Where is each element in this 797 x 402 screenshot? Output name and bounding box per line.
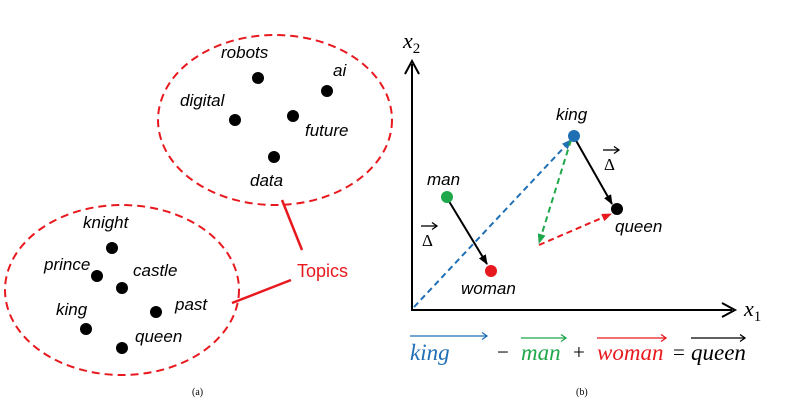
label-man: man [427, 170, 460, 189]
x-axis-label: x1 [743, 296, 761, 325]
topic-cluster-lower [4, 204, 240, 376]
word-ai: ai [333, 61, 347, 80]
point-king [568, 130, 580, 142]
word-castle: castle [133, 261, 177, 280]
y-axis-arrowhead [404, 58, 420, 75]
point-woman [485, 265, 497, 277]
topic-cluster-upper [157, 34, 393, 206]
dot-ai [321, 85, 333, 97]
word-knight: knight [83, 213, 130, 232]
dot-digital [229, 114, 241, 126]
svg-text:Δ: Δ [604, 155, 615, 174]
vector-king-blue [413, 139, 572, 308]
dot-knight [106, 242, 118, 254]
word-past: past [174, 295, 208, 314]
label-woman: woman [461, 279, 516, 298]
word-robots: robots [221, 43, 269, 62]
point-queen [611, 203, 623, 215]
dot-future [287, 110, 299, 122]
svg-text:Δ: Δ [422, 231, 433, 250]
dot-king-a [80, 323, 92, 335]
equation: king − man + woman = queen [410, 331, 747, 365]
word-data: data [250, 171, 283, 190]
word-digital: digital [180, 91, 226, 110]
dot-past [150, 306, 162, 318]
delta-label-left: Δ [421, 221, 439, 250]
delta-arrow-king-queen [573, 136, 613, 205]
word-queen-a: queen [135, 327, 182, 346]
eq-woman: woman [597, 340, 663, 365]
vector-man-green [537, 139, 572, 244]
word-king-a: king [56, 300, 88, 319]
point-man [441, 191, 453, 203]
dot-prince [91, 270, 103, 282]
eq-equals: = [673, 340, 685, 364]
dot-data [268, 151, 280, 163]
eq-plus: + [573, 340, 585, 364]
label-king: king [556, 105, 588, 124]
label-queen: queen [615, 217, 662, 236]
vector-woman-red [538, 213, 612, 246]
panel-b: x2 x1 Δ Δ king man woman queen [402, 28, 761, 398]
dot-robots [252, 72, 264, 84]
dot-castle [116, 282, 128, 294]
panel-a: Topics robots ai digital future data kni… [4, 34, 393, 398]
dot-queen-a [116, 342, 128, 354]
topics-label: Topics [297, 261, 348, 281]
topics-connector-lower [231, 278, 292, 305]
delta-label-right: Δ [603, 145, 621, 174]
word-prince: prince [43, 255, 90, 274]
eq-king: king [410, 340, 450, 365]
y-axis-label: x2 [402, 28, 420, 57]
x-axis-arrowhead [721, 302, 738, 318]
word-future: future [305, 121, 348, 140]
eq-minus: − [497, 340, 509, 364]
eq-man: man [521, 340, 561, 365]
delta-arrow-man-woman [446, 197, 488, 265]
eq-queen: queen [691, 340, 746, 365]
topics-connector-upper [280, 199, 304, 251]
caption-a: (a) [192, 387, 203, 398]
caption-b: (b) [576, 387, 588, 398]
